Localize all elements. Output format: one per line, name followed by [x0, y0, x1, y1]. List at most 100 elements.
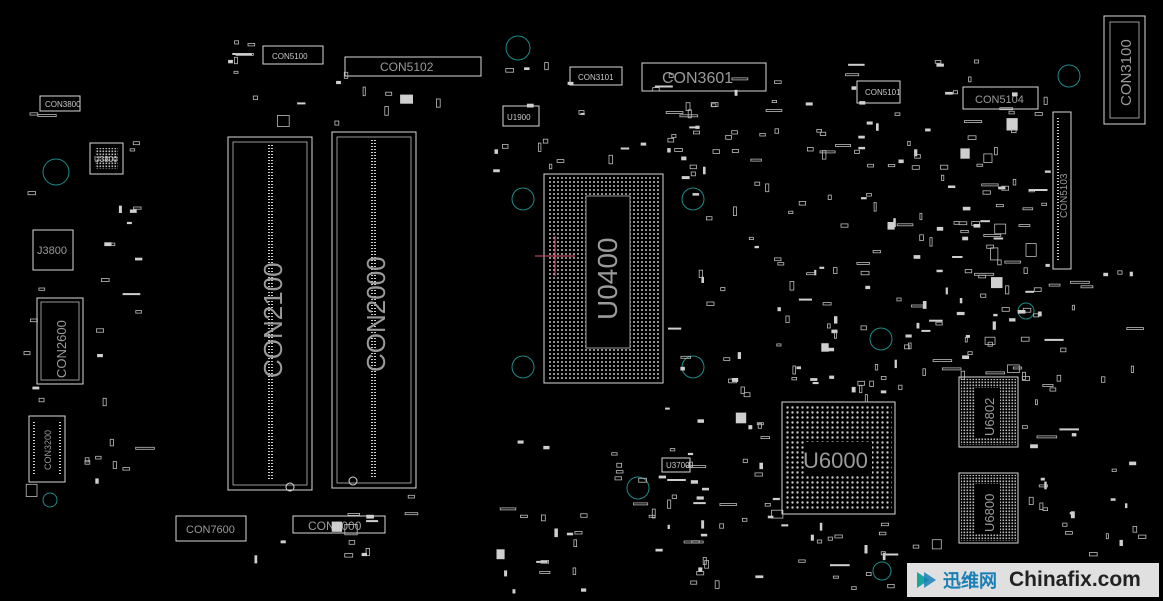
smd-component	[861, 197, 867, 200]
smd-component	[756, 422, 764, 426]
smd-component	[581, 588, 587, 592]
smd-component	[1018, 224, 1031, 227]
smd-component	[710, 102, 719, 107]
smd-component	[733, 206, 737, 216]
label-con5104: CON5104	[975, 94, 1024, 106]
smd-component	[118, 205, 122, 213]
connector-con5103[interactable]: CON5103	[1052, 111, 1072, 270]
smd-component	[898, 384, 903, 390]
smd-component	[554, 528, 558, 538]
smd-component	[859, 101, 866, 105]
smd-component	[860, 325, 867, 331]
smd-component	[858, 146, 866, 150]
connector-con5100[interactable]: CON5100	[262, 45, 324, 65]
smd-component	[543, 445, 550, 450]
smd-component	[834, 534, 843, 539]
smd-component	[774, 80, 782, 84]
smd-component	[512, 589, 516, 594]
smd-component	[504, 570, 508, 577]
smd-component	[608, 154, 613, 165]
smd-component	[667, 148, 671, 153]
connector-con5102[interactable]: CON5102	[344, 56, 482, 77]
connector-con3800[interactable]: CON3800	[39, 95, 81, 112]
smd-component	[667, 137, 675, 143]
smd-component	[798, 559, 806, 563]
smd-component	[1138, 534, 1147, 539]
connector-con5101[interactable]: CON5101	[856, 80, 901, 104]
smd-component	[942, 367, 962, 371]
smd-component	[651, 508, 656, 519]
smd-component	[690, 480, 698, 484]
smd-component	[542, 138, 549, 144]
smd-component	[962, 206, 971, 211]
label-con3100: CON3100	[1118, 39, 1135, 106]
smd-component	[712, 149, 720, 154]
smd-component	[986, 244, 994, 249]
smd-component	[1033, 287, 1042, 292]
chip-u3800[interactable]: U3800	[89, 142, 124, 175]
smd-component	[723, 357, 731, 361]
smd-component	[572, 567, 577, 575]
smd-component	[776, 343, 782, 347]
jack-j3800[interactable]: J3800	[32, 229, 74, 271]
smd-component	[692, 193, 700, 196]
label-u1900: U1900	[507, 113, 531, 122]
label-j3800: J3800	[37, 245, 67, 257]
connector-con3601[interactable]: CON3601	[641, 62, 767, 92]
watermark: 迅维网 Chinafix.com	[907, 563, 1159, 597]
chip-u3700[interactable]: U3700	[661, 457, 691, 473]
smd-component	[865, 285, 871, 290]
smd-component	[826, 347, 835, 352]
smd-component	[1004, 260, 1021, 264]
smd-component	[689, 126, 700, 129]
smd-component	[680, 355, 691, 359]
connector-con3200[interactable]: CON3200	[28, 415, 66, 483]
connector-con3101[interactable]: CON3101	[569, 66, 623, 86]
smd-component	[935, 321, 943, 326]
label-u6800: U6800	[982, 494, 997, 532]
smd-component	[29, 112, 39, 116]
smd-component	[1025, 243, 1037, 257]
chip-u1900[interactable]: U1900	[502, 105, 540, 127]
smd-component	[765, 183, 770, 193]
connector-con5104[interactable]: CON5104	[962, 86, 1039, 110]
smd-component	[1001, 185, 1009, 191]
dimm-slot-con2100[interactable]: CON2100	[227, 136, 313, 492]
smd-component	[1042, 384, 1054, 387]
label-u6802: U6802	[982, 398, 997, 436]
smd-component	[135, 257, 143, 261]
smd-component	[347, 513, 361, 516]
vram-u6802[interactable]: U6802	[958, 376, 1019, 448]
smd-component	[668, 73, 674, 78]
smd-component	[962, 236, 969, 241]
cpu-u0400[interactable]: U0400	[535, 173, 664, 384]
smd-component	[960, 148, 970, 159]
vram-u6800[interactable]: U6800	[958, 472, 1019, 544]
smd-component	[840, 223, 849, 228]
smd-component	[983, 153, 993, 163]
smd-component	[690, 580, 698, 585]
smd-component	[109, 438, 114, 447]
smd-component	[754, 181, 761, 186]
smd-component	[711, 103, 717, 108]
smd-component	[567, 81, 574, 85]
watermark-cn: 迅维网	[943, 571, 997, 592]
smd-component	[932, 359, 953, 363]
smd-component	[742, 458, 748, 463]
smd-component	[789, 280, 795, 291]
smd-component	[517, 440, 524, 444]
connector-con7600[interactable]: CON7600	[175, 515, 247, 542]
connector-con2600[interactable]: CON2600	[36, 297, 84, 385]
smd-component	[671, 494, 678, 499]
smd-component	[731, 130, 738, 135]
connector-con3100[interactable]: CON3100	[1103, 15, 1146, 125]
smd-component	[714, 580, 720, 589]
smd-component	[348, 540, 356, 545]
gpu-u6000[interactable]: U6000	[781, 401, 896, 515]
smd-component	[731, 77, 749, 81]
smd-component	[983, 233, 1002, 237]
smd-component	[233, 70, 239, 74]
smd-component	[819, 266, 825, 269]
smd-component	[1030, 444, 1038, 449]
dimm-slot-con2000[interactable]: CON2000	[331, 131, 417, 489]
